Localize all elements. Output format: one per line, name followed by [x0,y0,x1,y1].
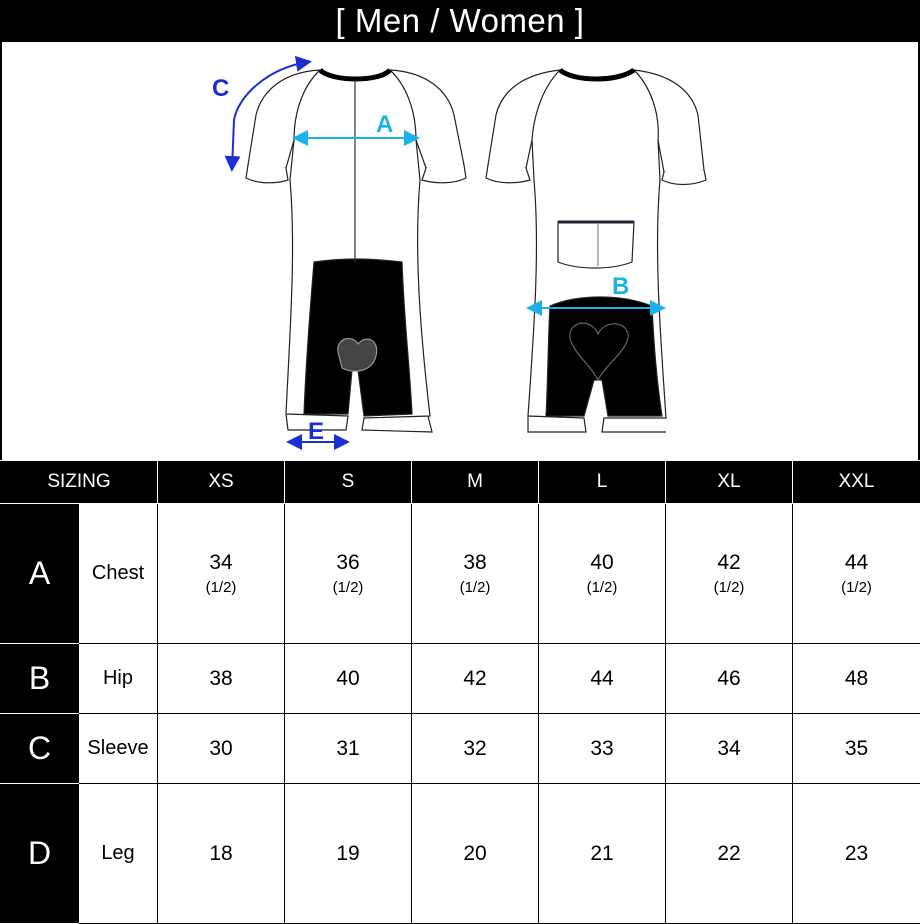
table-row: D Leg 18 19 20 21 22 23 [1,784,920,924]
table-cell: 19 [285,784,412,924]
table-cell: 35 [793,714,920,784]
row-name: Sleeve [79,714,158,784]
label-e: E [308,418,324,445]
table-header-row: SIZING XS S M L XL XXL [1,461,920,504]
table-cell: 44 [539,644,666,714]
table-cell: 40(1/2) [539,504,666,644]
table-cell: 36(1/2) [285,504,412,644]
table-cell: 38 [158,644,285,714]
table-cell: 42 [412,644,539,714]
table-row: A Chest 34(1/2) 36(1/2) 38(1/2) 40(1/2) … [1,504,920,644]
header-size: L [539,461,666,504]
front-suit [246,70,466,432]
header-size: XS [158,461,285,504]
table-cell: 33 [539,714,666,784]
row-letter: A [1,504,79,644]
table-cell: 21 [539,784,666,924]
table-cell: 30 [158,714,285,784]
row-letter: C [1,714,79,784]
header-size: XL [666,461,793,504]
table-cell: 42(1/2) [666,504,793,644]
row-letter: D [1,784,79,924]
table-cell: 34(1/2) [158,504,285,644]
table-cell: 22 [666,784,793,924]
label-c: C [212,75,229,102]
table-cell: 44(1/2) [793,504,920,644]
table-cell: 18 [158,784,285,924]
label-b: B [612,273,629,300]
cell-note: (1/2) [285,579,411,596]
sizing-table: SIZING XS S M L XL XXL A Chest 34(1/2) 3… [0,460,920,924]
table-row: C Sleeve 30 31 32 33 34 35 [1,714,920,784]
label-a: A [376,111,393,138]
header-size: S [285,461,412,504]
table-cell: 31 [285,714,412,784]
cell-note: (1/2) [158,579,284,596]
table-cell: 38(1/2) [412,504,539,644]
suit-illustration: A B C E [2,42,920,460]
table-cell: 23 [793,784,920,924]
cell-note: (1/2) [793,579,920,596]
back-suit [486,70,706,432]
cell-note: (1/2) [539,579,665,596]
table-cell: 48 [793,644,920,714]
table-cell: 20 [412,784,539,924]
header-size: XXL [793,461,920,504]
table-cell: 32 [412,714,539,784]
table-row: B Hip 38 40 42 44 46 48 [1,644,920,714]
row-letter: B [1,644,79,714]
cell-note: (1/2) [412,579,538,596]
table-cell: 46 [666,644,793,714]
row-name: Hip [79,644,158,714]
row-name: Leg [79,784,158,924]
header-size: M [412,461,539,504]
table-cell: 34 [666,714,793,784]
page-title: [ Men / Women ] [0,0,920,42]
suit-diagram: A B C E [0,42,920,460]
row-name: Chest [79,504,158,644]
cell-note: (1/2) [666,579,792,596]
table-cell: 40 [285,644,412,714]
header-sizing: SIZING [1,461,158,504]
